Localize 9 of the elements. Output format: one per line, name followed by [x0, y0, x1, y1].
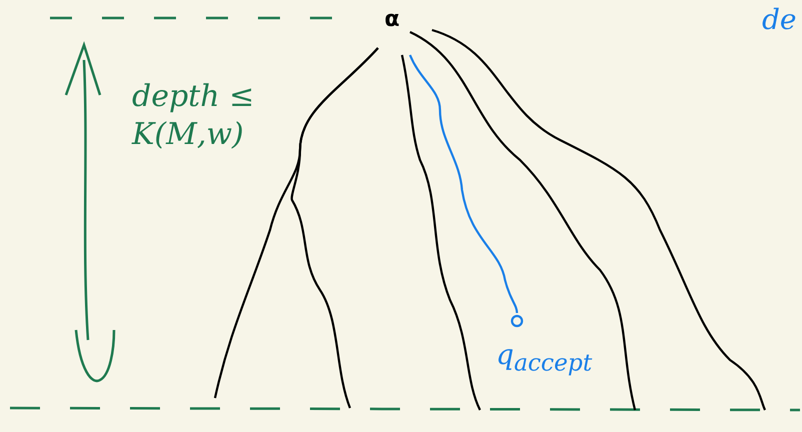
accepting-path — [409, 54, 518, 314]
tree-branch — [400, 54, 481, 410]
tree-branch — [290, 47, 379, 408]
state-label: α — [382, 6, 402, 34]
tree-branch — [409, 31, 636, 410]
tree-branch — [432, 28, 766, 410]
depth-annotation: depth ≤ K(M,w) — [132, 78, 256, 153]
state-name: q$_{accept}$ — [496, 338, 592, 377]
partial-text: de — [762, 2, 798, 37]
